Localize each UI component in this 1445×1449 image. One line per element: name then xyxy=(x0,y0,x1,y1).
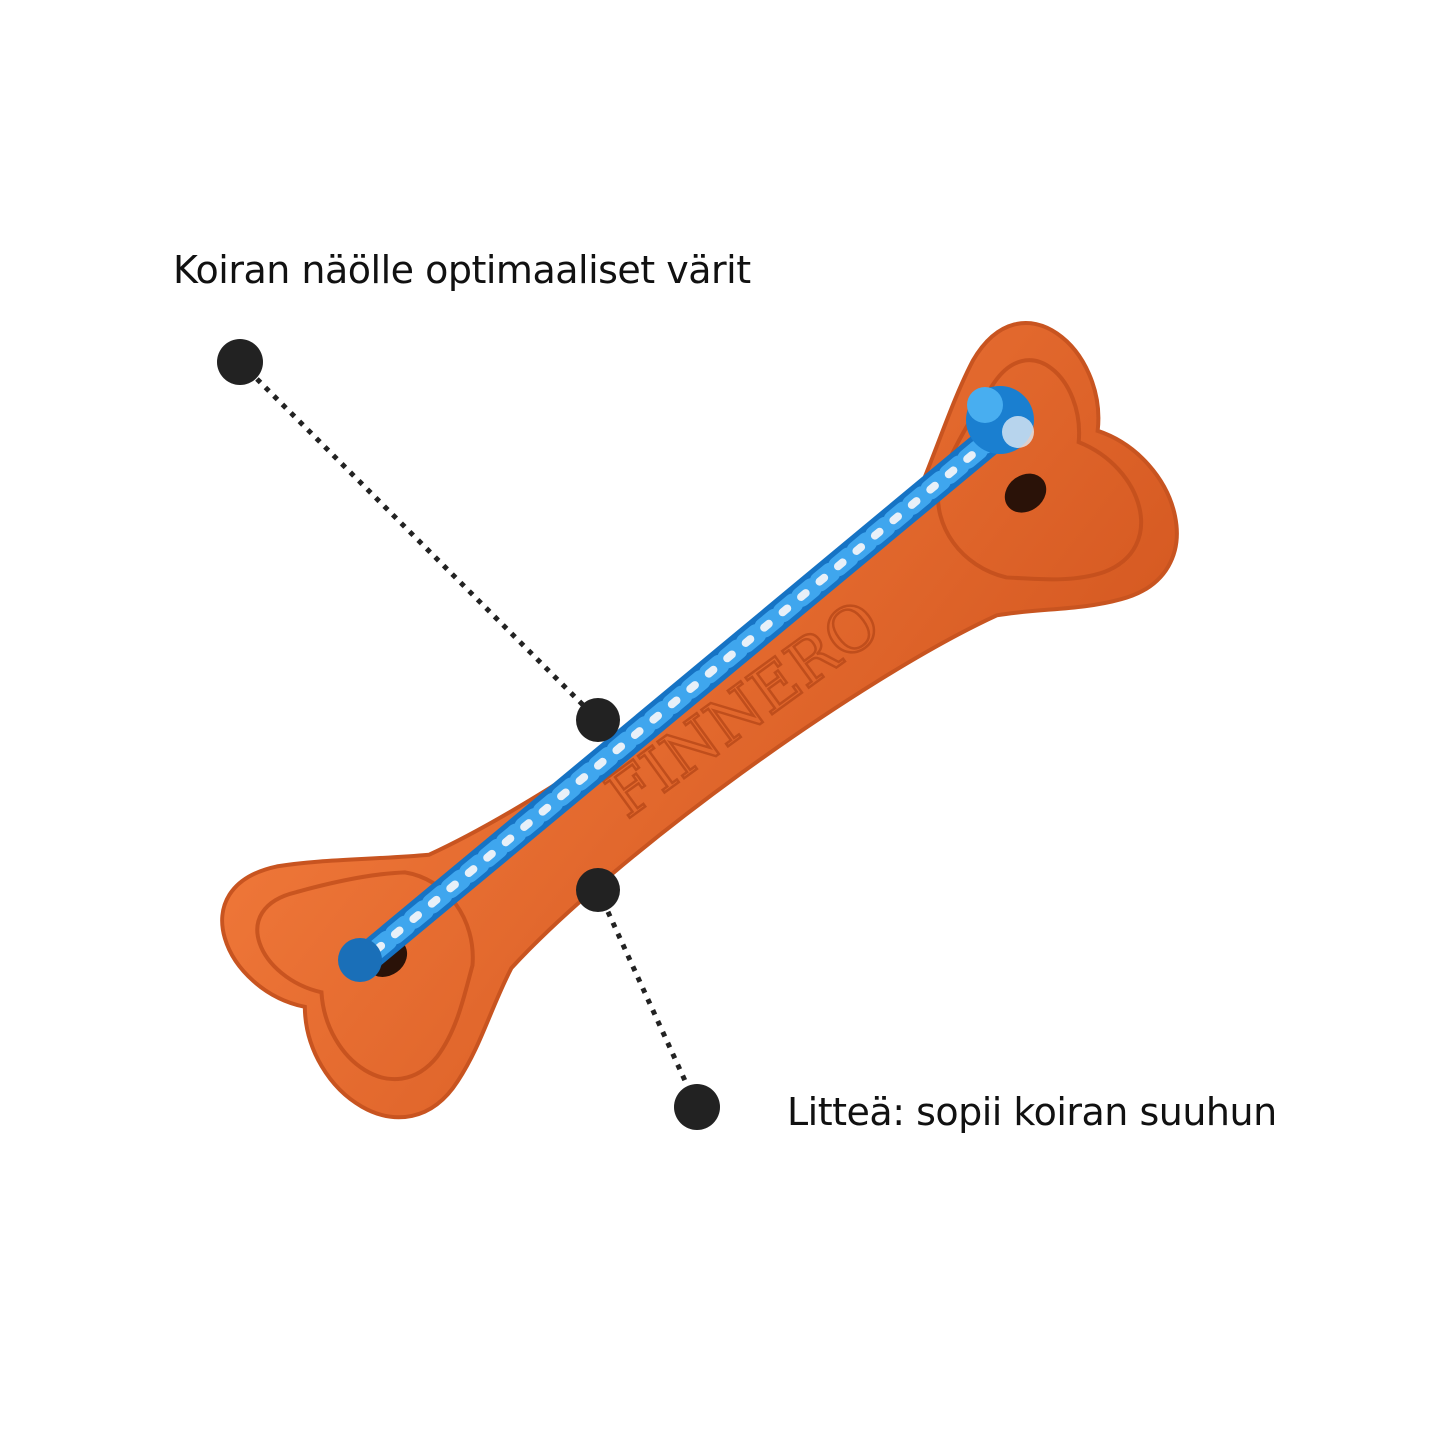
rope-icon xyxy=(338,386,1034,982)
embossed-brand: FINNERO xyxy=(593,585,894,831)
callout-dot-icon xyxy=(576,698,620,742)
callout-dot-icon xyxy=(674,1084,720,1130)
callout-dot-icon xyxy=(576,868,620,912)
bone-toy-icon: FINNERO xyxy=(220,321,1179,1120)
callout-dot-icon xyxy=(217,339,263,385)
callout-label-flat: Litteä: sopii koiran suuhun xyxy=(787,1090,1277,1134)
callout-leader-bottom xyxy=(576,868,720,1130)
callout-label-colors: Koiran näölle optimaaliset värit xyxy=(173,248,751,292)
callout-leader-top xyxy=(217,339,620,742)
